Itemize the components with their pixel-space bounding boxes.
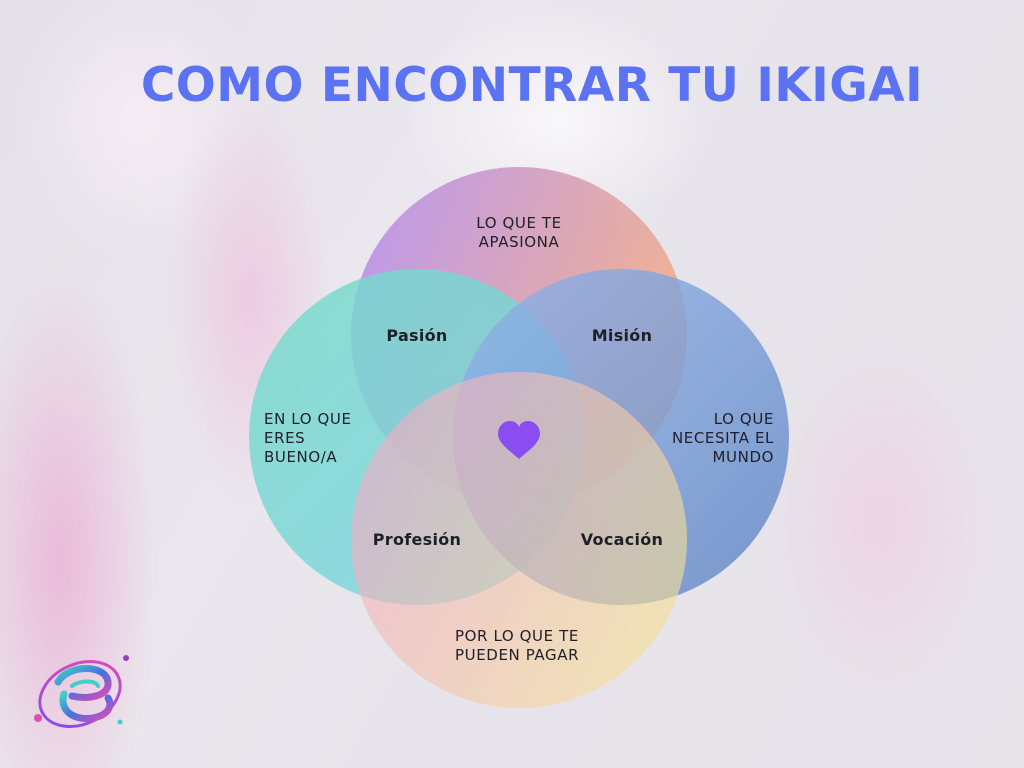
intersection-mision: Misión (591, 326, 653, 345)
brand-logo-icon (34, 655, 129, 728)
label-paid-for-circle: POR LO QUE TE PUEDEN PAGAR (455, 627, 580, 664)
label-world-needs-circle: LO QUE NECESITA EL MUNDO (671, 410, 774, 466)
label-passion-circle: LO QUE TE APASIONA (476, 214, 562, 251)
circle-paid-for (351, 372, 687, 708)
intersection-vocacion: Vocación (580, 530, 664, 549)
intersection-pasion: Pasión (386, 326, 448, 345)
intersection-profesion: Profesión (372, 530, 462, 549)
label-good-at-circle: EN LO QUE ERES BUENO/A (264, 410, 352, 466)
page-title: COMO ENCONTRAR TU IKIGAI (140, 58, 924, 113)
heart-icon (498, 421, 540, 459)
